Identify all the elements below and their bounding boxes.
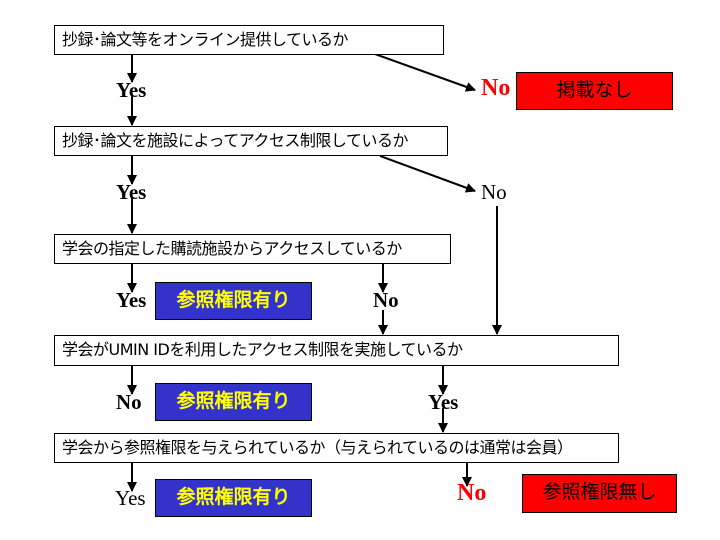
question-access-granted: 学会から参照権限を与えられているか（与えられているのは通常は会員）: [54, 433, 619, 463]
result-access-granted-facility: 参照権限有り: [155, 282, 312, 320]
result-not-listed: 掲載なし: [516, 72, 673, 110]
label-q2-yes: Yes: [116, 180, 147, 204]
label-q1-no: No: [481, 75, 511, 101]
question-facility-restriction: 抄録･論文を施設によってアクセス制限しているか: [54, 126, 448, 156]
result-access-granted-member: 参照権限有り: [155, 479, 312, 517]
edge-q1-no: [374, 53, 476, 92]
label-q5-no: No: [457, 480, 487, 506]
question-online-availability: 抄録･論文等をオンライン提供しているか: [54, 25, 444, 55]
label-q4-no: No: [116, 390, 142, 414]
label-q3-no: No: [373, 288, 399, 312]
label-q2-no: No: [481, 180, 507, 204]
question-subscribed-facility: 学会の指定した購読施設からアクセスしているか: [54, 234, 451, 264]
label-q4-yes: Yes: [428, 390, 459, 414]
label-q1-yes: Yes: [116, 78, 147, 102]
result-access-granted-no-umin: 参照権限有り: [155, 383, 312, 421]
result-access-denied: 参照権限無し: [522, 474, 677, 513]
label-q5-yes: Yes: [115, 486, 146, 510]
question-umin-id-restriction: 学会がUMIN IDを利用したアクセス制限を実施しているか: [54, 335, 619, 366]
edge-q2-no: [379, 155, 476, 193]
label-q3-yes: Yes: [116, 288, 147, 312]
